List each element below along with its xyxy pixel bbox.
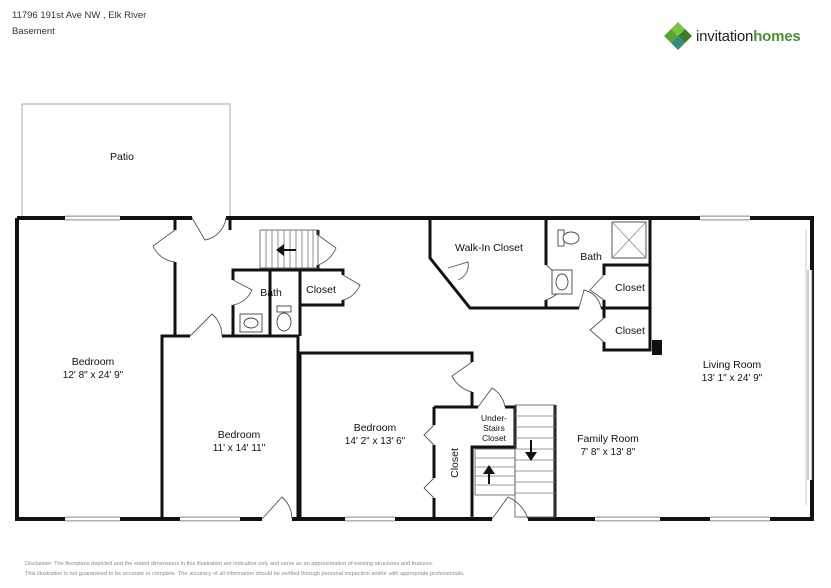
column-block xyxy=(652,340,662,355)
upper-stairs xyxy=(259,229,319,269)
living-room-dims: 13' 1" x 24' 9" xyxy=(702,373,763,384)
bedroom-left-name: Bedroom xyxy=(72,356,115,368)
bedroom-center-dims: 14' 2" x 13' 6" xyxy=(345,436,406,447)
exterior-walls xyxy=(15,216,814,521)
closet-right-1-label: Closet xyxy=(615,282,645,294)
stair-arrow-left-icon xyxy=(276,244,296,256)
family-room-dims: 7' 8" x 13' 8" xyxy=(581,447,636,458)
lower-stairs xyxy=(474,404,556,518)
brand-name-bold: homes xyxy=(753,27,801,45)
right-bath-fixtures xyxy=(551,221,647,295)
under-stairs-line2: Stairs xyxy=(483,423,505,433)
brand-logo: invitationhomes xyxy=(664,21,801,51)
brand-mark-icon xyxy=(664,22,692,50)
closet-vertical-label: Closet xyxy=(449,448,461,478)
property-address: 11796 191st Ave NW , Elk River xyxy=(12,10,147,21)
bath-right-label: Bath xyxy=(580,251,602,263)
stair-arrow-down-icon xyxy=(525,440,537,461)
door-swings xyxy=(152,217,605,520)
living-room-name: Living Room xyxy=(703,359,762,371)
closet-right-2-label: Closet xyxy=(615,325,645,337)
bedroom-left-dims: 12' 8" x 24' 9" xyxy=(63,370,124,381)
stair-arrow-up-icon xyxy=(483,465,495,484)
brand-name-regular: invitation xyxy=(696,27,754,45)
bedroom-mid-name: Bedroom xyxy=(218,429,261,441)
windows xyxy=(65,216,812,521)
under-stairs-line1: Under- xyxy=(481,413,507,423)
under-stairs-line3: Closet xyxy=(482,433,507,443)
disclaimer-line-1: Disclaimer: The floorplans depicted and … xyxy=(25,561,434,567)
bedroom-center-name: Bedroom xyxy=(354,422,397,434)
closet-left-label: Closet xyxy=(306,284,336,296)
door-openings xyxy=(173,216,606,521)
left-bath-fixtures xyxy=(239,305,292,333)
walk-in-closet-label: Walk-In Closet xyxy=(455,242,523,254)
floor-level: Basement xyxy=(12,26,55,37)
family-room-name: Family Room xyxy=(577,433,639,445)
disclaimer-line-2: This illustration is not guaranteed to b… xyxy=(25,571,465,577)
brand-name: invitationhomes xyxy=(696,28,801,45)
patio-label: Patio xyxy=(110,151,134,163)
bath-left-label: Bath xyxy=(260,287,282,299)
interior-walls xyxy=(160,218,652,519)
window-frames xyxy=(65,215,813,522)
bedroom-mid-dims: 11' x 14' 11" xyxy=(213,443,266,454)
